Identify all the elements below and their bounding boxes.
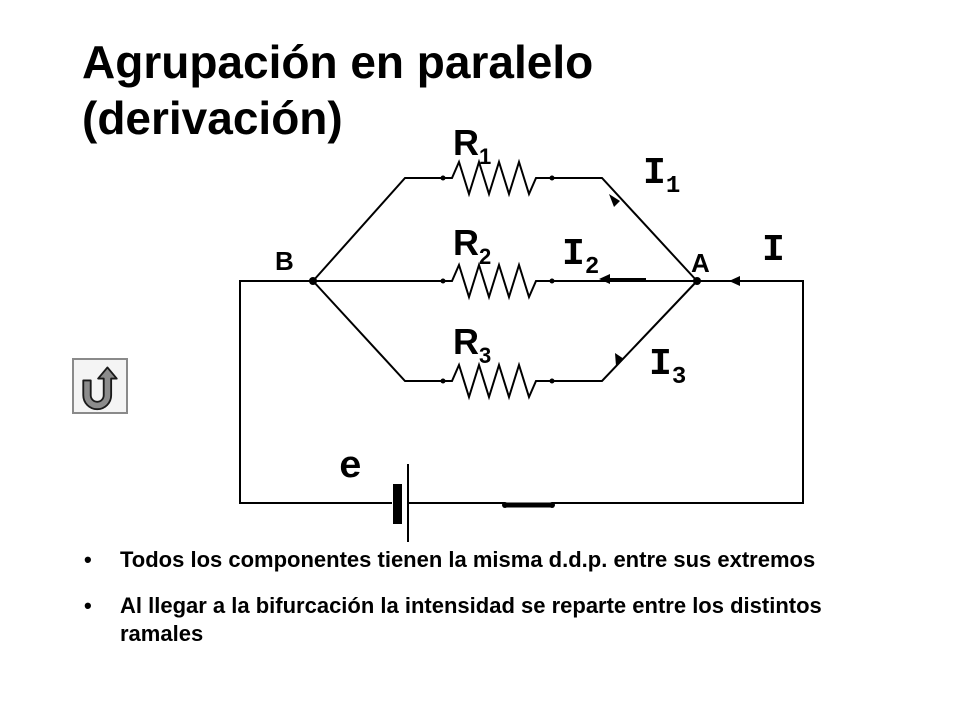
emf-label: e	[339, 446, 362, 489]
branch-wire-1	[312, 177, 443, 282]
resistor-label-1: R1	[453, 122, 491, 169]
current-arrow-3	[615, 353, 624, 366]
bullet-mark: •	[84, 547, 92, 572]
node-a-dot	[693, 277, 701, 285]
terminal-dot	[440, 175, 446, 181]
current-letter: I	[562, 233, 585, 276]
u-turn-arrow-shape	[82, 366, 118, 411]
current-subscript: 1	[666, 173, 680, 200]
battery-symbol	[380, 464, 409, 542]
resistor-label-2: R2	[453, 222, 491, 269]
branch-wire-3-right	[552, 280, 698, 382]
current-letter: I	[649, 343, 672, 386]
current-subscript: 2	[585, 254, 599, 281]
current-label-total: I	[762, 229, 785, 272]
back-button[interactable]	[72, 358, 128, 414]
bullet-text: Todos los componentes tienen la misma d.…	[120, 547, 816, 572]
terminal-dot	[549, 175, 555, 181]
outer-wire-right	[552, 280, 804, 504]
terminal-dot	[440, 278, 446, 284]
bullet-text: Al llegar a la bifurcación la intensidad…	[120, 593, 822, 646]
bullet-mark: •	[84, 593, 92, 618]
resistor-subscript: 2	[479, 244, 491, 269]
bullet-item: • Al llegar a la bifurcación la intensid…	[82, 592, 882, 648]
page-title: Agrupación en paralelo (derivación)	[82, 36, 594, 144]
bullet-item: • Todos los componentes tienen la misma …	[82, 546, 882, 574]
current-label-3: I3	[649, 343, 686, 391]
current-letter: I	[643, 152, 666, 195]
resistor-2-zigzag	[443, 261, 552, 301]
terminal-dot	[549, 378, 555, 384]
branch-wire-1-right	[552, 177, 698, 282]
terminal-dot	[549, 502, 555, 508]
resistor-subscript: 1	[479, 144, 491, 169]
resistor-letter: R	[453, 321, 479, 362]
bullet-list: • Todos los componentes tienen la misma …	[82, 546, 882, 666]
current-arrow-total	[729, 276, 778, 286]
node-label-a: A	[691, 248, 710, 278]
current-subscript: 3	[672, 364, 686, 391]
branch-wire-3	[312, 280, 443, 382]
u-turn-arrow-icon	[82, 366, 118, 411]
terminal-dot	[440, 378, 446, 384]
outer-wire	[239, 280, 380, 504]
resistor-label-3: R3	[453, 321, 491, 368]
resistor-subscript: 3	[479, 343, 491, 368]
current-label-1: I1	[643, 152, 680, 200]
node-b-dot	[309, 277, 317, 285]
resistor-letter: R	[453, 122, 479, 163]
current-arrow-2	[599, 274, 646, 284]
current-label-2: I2	[562, 233, 599, 281]
resistor-1-zigzag	[443, 158, 552, 198]
node-label-b: B	[275, 246, 294, 276]
terminal-dot	[502, 502, 508, 508]
terminal-dot	[549, 278, 555, 284]
current-arrow-1	[609, 194, 620, 207]
resistor-3-zigzag	[443, 361, 552, 401]
resistor-letter: R	[453, 222, 479, 263]
